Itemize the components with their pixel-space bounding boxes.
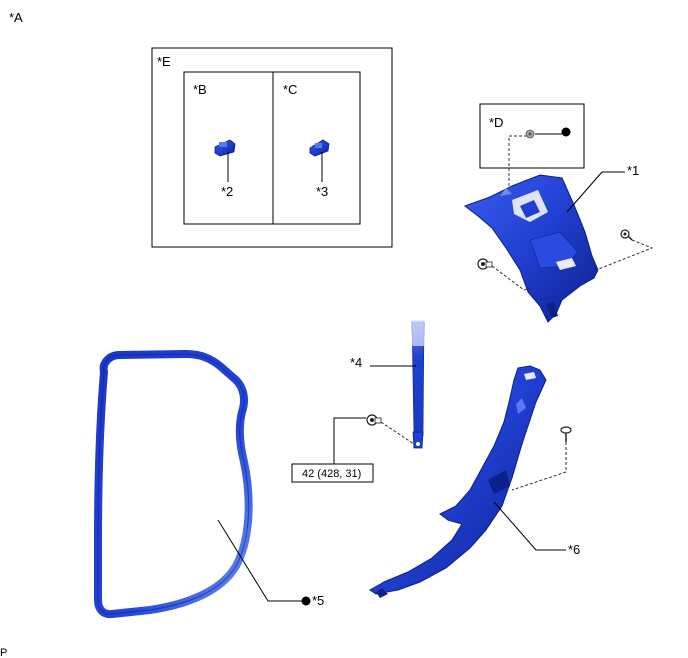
label-3: *3 — [316, 184, 328, 199]
label-1: *1 — [627, 163, 639, 178]
label-e: *E — [157, 54, 171, 69]
dashed-screw-right — [595, 239, 654, 271]
leader-6 — [493, 501, 566, 551]
leader-torque — [333, 417, 366, 464]
screw-icon-6 — [560, 426, 572, 442]
label-5: *5 — [312, 593, 324, 608]
label-6: *6 — [568, 542, 580, 557]
clip-part-2 — [214, 139, 236, 157]
label-c: *C — [283, 82, 297, 97]
leader-1 — [566, 171, 603, 213]
clip-icon — [525, 129, 535, 139]
label-b: *B — [193, 82, 207, 97]
box-d — [479, 103, 585, 169]
label-4: *4 — [350, 355, 362, 370]
box-c — [272, 71, 361, 225]
box-e — [151, 47, 393, 248]
dashed-d — [508, 135, 527, 212]
dashed-bolt — [380, 421, 415, 445]
footer-code: P — [0, 647, 7, 658]
label-a: *A — [9, 10, 23, 25]
bullet-d — [561, 127, 571, 137]
leader-5 — [217, 519, 302, 602]
trim-panel-part-1 — [463, 174, 599, 323]
clip-part-3 — [309, 139, 330, 157]
screw-icon-left — [477, 258, 493, 270]
dashed-screw-6 — [511, 442, 567, 491]
belt-part-4 — [411, 320, 425, 449]
bolt-icon — [366, 414, 382, 426]
label-d: *D — [489, 115, 503, 130]
bullet-5 — [301, 596, 311, 606]
torque-value: 42 (428, 31) — [302, 468, 361, 480]
screw-icon — [620, 229, 633, 241]
pillar-garnish-part-6 — [369, 365, 547, 598]
weatherstrip-part-5 — [94, 350, 253, 619]
dashed-screw-left — [491, 265, 531, 291]
label-2: *2 — [221, 184, 233, 199]
torque-box — [291, 463, 374, 483]
